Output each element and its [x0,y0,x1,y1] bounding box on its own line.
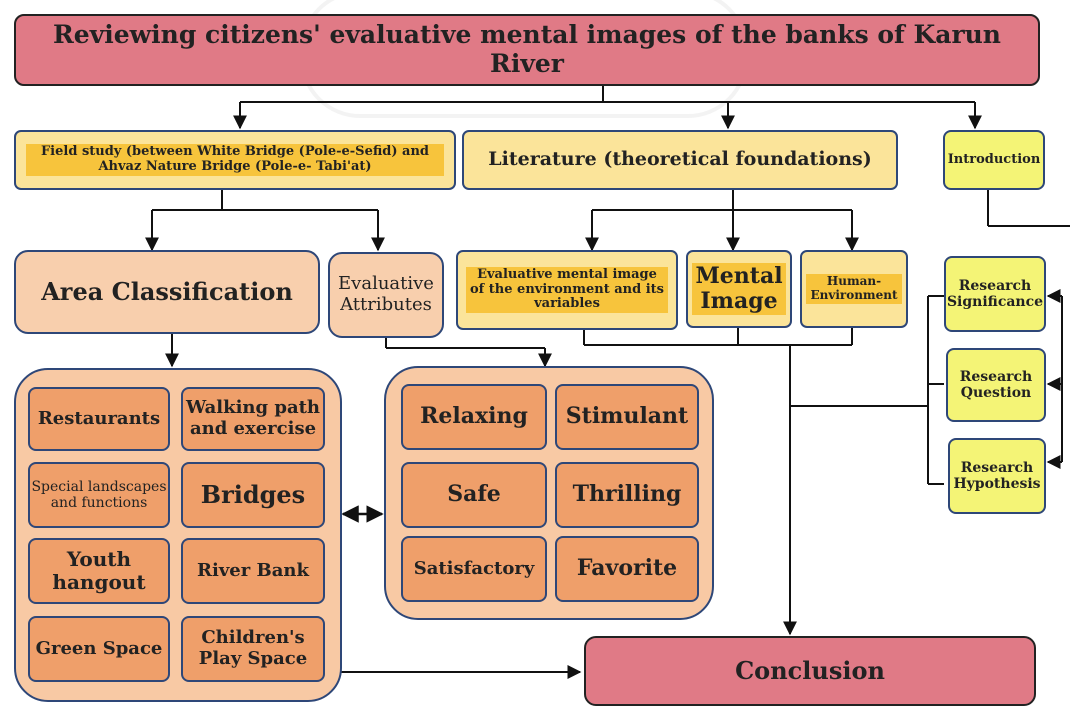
human-environment-text: Human-Environment [806,274,902,304]
attribute-label: Favorite [576,555,678,582]
area-classification-text: Area Classification [41,277,293,307]
attribute-favorite: Favorite [555,536,699,602]
research-hypothesis-text: Research Hypothesis [953,459,1041,492]
area-special-landscapes: Special landscapes and functions [28,462,170,528]
evaluative-mental-image-text: Evaluative mental image of the environme… [466,266,668,314]
title-text: Reviewing citizens' evaluative mental im… [53,20,1001,78]
area-label: Special landscapes and functions [31,478,167,511]
area-label: Children's Play Space [198,627,308,669]
attribute-stimulant: Stimulant [555,384,699,450]
area-label: Walking path and exercise [185,397,321,439]
field-study-box: Field study (between White Bridge (Pole-… [14,130,456,190]
attribute-label: Stimulant [565,403,689,430]
human-environment-box: Human-Environment [800,250,908,328]
area-label: Restaurants [37,407,161,429]
mental-image-box: Mental Image [686,250,792,328]
research-question-text: Research Question [959,368,1033,401]
area-bridges: Bridges [181,462,325,528]
introduction-box: Introduction [943,130,1045,190]
research-question-box: Research Question [946,348,1046,422]
attribute-label: Relaxing [420,403,528,430]
research-significance-box: Research Significance [944,256,1046,332]
evaluative-mental-image-box: Evaluative mental image of the environme… [456,250,678,330]
area-walking-path: Walking path and exercise [181,387,325,451]
area-label: Youth hangout [52,547,146,594]
evaluative-attributes-box: Evaluative Attributes [328,252,444,338]
evaluative-attributes-text: Evaluative Attributes [338,273,434,315]
research-hypothesis-box: Research Hypothesis [948,438,1046,514]
attribute-label: Thrilling [572,481,682,508]
attribute-label: Safe [447,481,501,508]
area-label: River Bank [197,559,309,581]
literature-text: Literature (theoretical foundations) [488,148,872,171]
title-box: Reviewing citizens' evaluative mental im… [14,14,1040,86]
conclusion-text: Conclusion [735,656,885,686]
area-river-bank: River Bank [181,538,325,604]
attribute-label: Satisfactory [413,557,535,579]
attribute-satisfactory: Satisfactory [401,536,547,602]
mental-image-text: Mental Image [692,262,786,316]
attribute-relaxing: Relaxing [401,384,547,450]
research-significance-text: Research Significance [946,277,1044,310]
attribute-thrilling: Thrilling [555,462,699,528]
area-classification-box: Area Classification [14,250,320,334]
area-label: Bridges [200,480,306,510]
area-green-space: Green Space [28,616,170,682]
conclusion-box: Conclusion [584,636,1036,706]
introduction-text: Introduction [947,151,1041,167]
area-restaurants: Restaurants [28,387,170,451]
attribute-safe: Safe [401,462,547,528]
literature-box: Literature (theoretical foundations) [462,130,898,190]
area-label: Green Space [35,637,163,659]
field-study-text: Field study (between White Bridge (Pole-… [26,144,444,176]
area-childrens-play-space: Children's Play Space [181,616,325,682]
area-youth-hangout: Youth hangout [28,538,170,604]
